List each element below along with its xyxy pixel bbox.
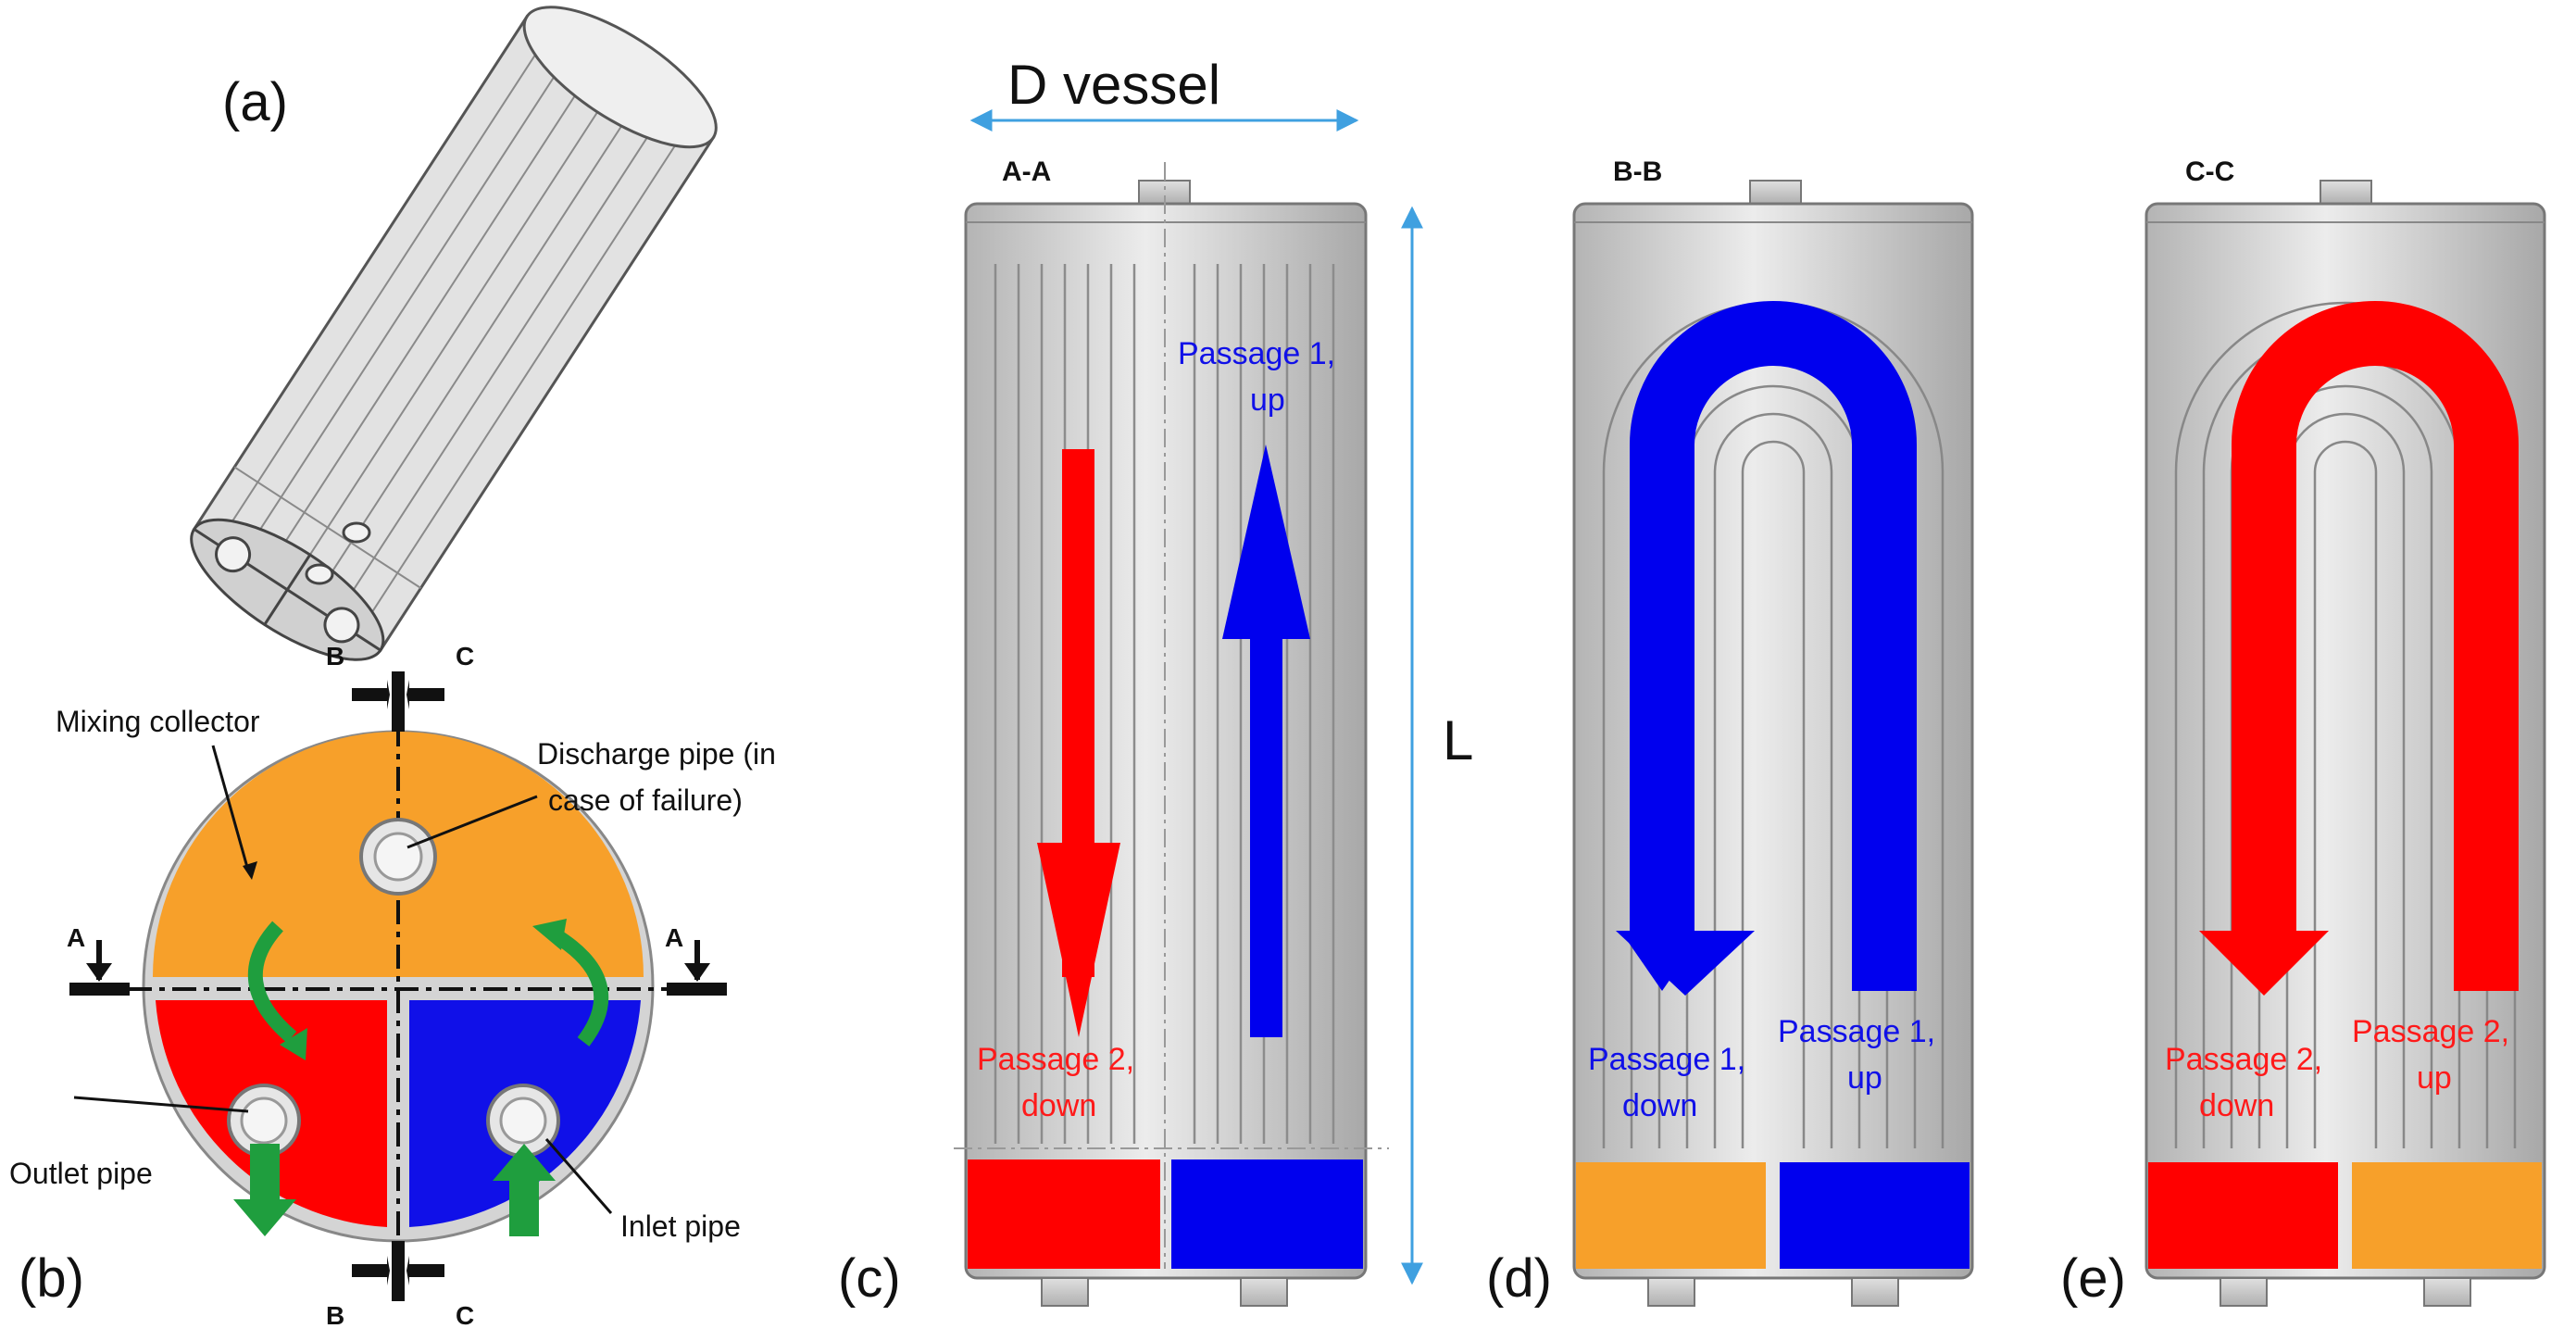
leader-outlet — [73, 1096, 249, 1113]
section-bb-label: B-B — [1613, 157, 1662, 187]
cut-marker-a-left — [69, 983, 130, 996]
cut-label-c-bottom: C — [456, 1301, 474, 1330]
p1-up-label-bb-2: up — [1847, 1060, 1882, 1096]
section-aa-view — [954, 109, 1423, 1307]
outlet-pipe-label: Outlet pipe — [9, 1157, 153, 1190]
section-aa-label: A-A — [1002, 157, 1051, 187]
discharge-pipe-label-1: Discharge pipe (in — [537, 737, 776, 771]
isometric-vessel-view — [190, 6, 718, 661]
p2-down-label-cc-2: down — [2199, 1088, 2274, 1123]
mixing-flow-arrow-right — [551, 929, 609, 1046]
outlet-flow-arrow — [250, 1144, 280, 1199]
cut-label-b-top: B — [326, 642, 344, 670]
outlet-chamber-cc — [2148, 1162, 2338, 1269]
p1-up-label-1: Passage 1, — [1178, 336, 1335, 371]
section-cc-view — [2145, 180, 2546, 1307]
cut-marker-bc-bottom — [392, 1241, 405, 1301]
cut-label-b-bottom: B — [326, 1301, 344, 1330]
panel-d-label: (d) — [1486, 1248, 1552, 1309]
cut-marker-a-right — [667, 983, 727, 996]
p1-down-label-2: down — [1622, 1088, 1697, 1123]
p2-down-label-cc-1: Passage 2, — [2165, 1042, 2322, 1077]
top-nozzle-cc — [2320, 180, 2372, 205]
passage-2-u-turn-arrow — [2232, 301, 2519, 991]
discharge-pipe-label-2: case of failure) — [548, 783, 743, 817]
leader-mixing-collector — [211, 745, 250, 871]
inlet-chamber-bb — [1780, 1162, 1970, 1269]
inlet-flow-arrow — [509, 1181, 539, 1236]
panel-e-label: (e) — [2060, 1248, 2126, 1309]
length-label: L — [1443, 709, 1473, 771]
panel-c-label: (c) — [838, 1248, 901, 1309]
p1-down-label-1: Passage 1, — [1588, 1042, 1745, 1077]
p2-up-label-1: Passage 2, — [2352, 1014, 2509, 1049]
cut-label-a-left: A — [67, 923, 85, 952]
passage-1-up-arrow — [1250, 639, 1282, 1037]
outlet-chamber-aa — [968, 1159, 1160, 1269]
mixing-collector-label: Mixing collector — [56, 705, 260, 738]
inlet-nozzle-aa — [1240, 1277, 1288, 1307]
cut-label-a-right: A — [665, 923, 683, 952]
inlet-pipe-label: Inlet pipe — [620, 1209, 741, 1243]
inlet-chamber-aa — [1171, 1159, 1363, 1269]
cross-section-view — [69, 671, 727, 1301]
panel-a-label: (a) — [222, 72, 288, 132]
d-vessel-label: D vessel — [1007, 54, 1220, 116]
p2-down-label-2: down — [1021, 1088, 1096, 1123]
leader-discharge — [406, 795, 538, 849]
cut-label-c-top: C — [456, 642, 474, 670]
mixing-flow-arrow-left — [247, 921, 297, 1044]
leader-inlet — [544, 1138, 613, 1214]
p1-up-label-bb-1: Passage 1, — [1778, 1014, 1935, 1049]
cut-marker-bc-top — [392, 671, 405, 732]
section-bb-view — [1572, 180, 1974, 1307]
mixing-chamber-cc — [2352, 1162, 2542, 1269]
mixing-chamber-bb — [1576, 1162, 1766, 1269]
p2-up-label-2: up — [2417, 1060, 2452, 1096]
p2-down-label-1: Passage 2, — [977, 1042, 1134, 1077]
section-cc-label: C-C — [2185, 157, 2234, 187]
top-nozzle-bb — [1749, 180, 1802, 205]
outlet-nozzle-aa — [1041, 1277, 1089, 1307]
passage-1-u-turn-arrow — [1630, 301, 1917, 991]
p1-up-label-2: up — [1250, 382, 1285, 418]
panel-b-label: (b) — [19, 1248, 84, 1309]
